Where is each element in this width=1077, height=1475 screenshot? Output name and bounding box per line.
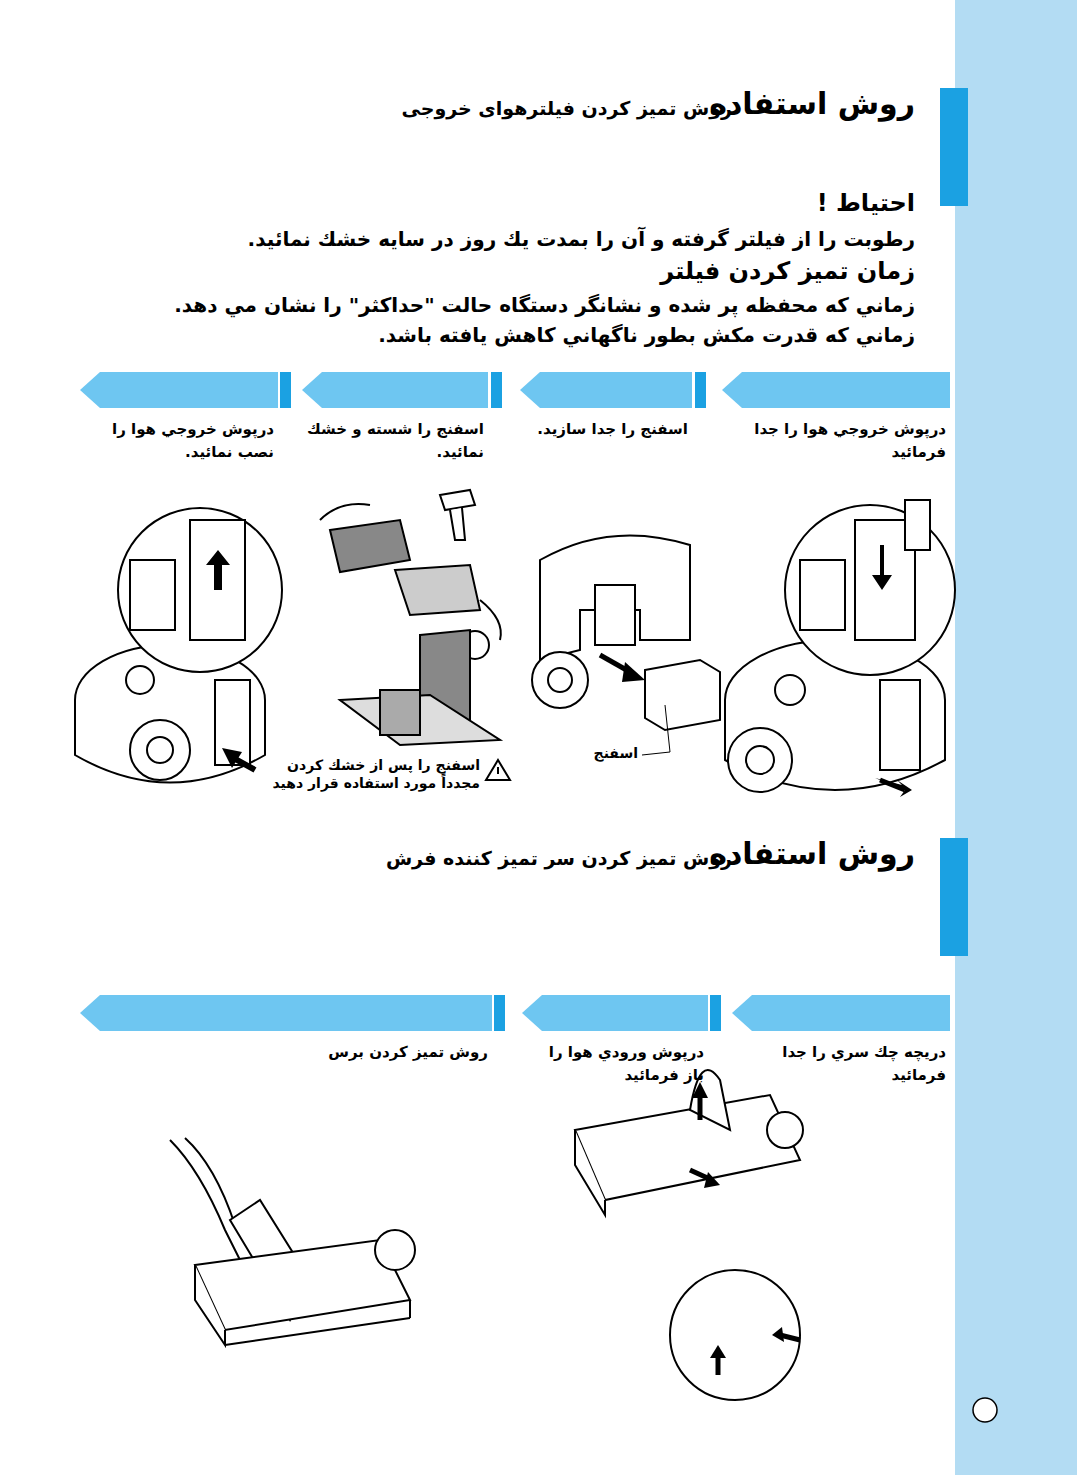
step-band: درپوش ورودي هوا را باز فرمائيد [522, 995, 708, 1086]
step-text: اسفنج را جدا سازيد. [524, 418, 688, 441]
step-band: درپوش خروجي هوا را جدا فرمائيد [722, 372, 950, 463]
note-text: زمان تميز كردن فيلتر [660, 256, 915, 287]
band-shape [522, 995, 708, 1031]
band-shape [722, 372, 950, 408]
band-shape [520, 372, 692, 408]
note-text: احتياط ! [817, 188, 915, 219]
step-band: روش تميز كردن برس [80, 995, 492, 1064]
band-shape [302, 372, 488, 408]
note-text: اسفنج را پس از خشك كردن مجدداً مورد استف… [270, 756, 480, 792]
step-band: دريچه چك سري را جدا فرمائيد [732, 995, 950, 1086]
step-band: درپوش خروجي هوا را نصب نمائيد. [80, 372, 278, 463]
step-text: درپوش خروجي هوا را نصب نمائيد. [84, 418, 274, 463]
note-text: رطوبت را از فيلتر گرفته و آن را بمدت يك … [248, 226, 915, 252]
note-text: روش تميز كردن فيلترهواى خروجى [402, 96, 733, 121]
step-text: درپوش ورودي هوا را باز فرمائيد [526, 1041, 704, 1086]
band-shape [80, 372, 278, 408]
step-text: دريچه چك سري را جدا فرمائيد [736, 1041, 946, 1086]
section-heading: روش استفاده [709, 84, 915, 123]
step-band: اسفنج را شسته و خشك نمائيد. [302, 372, 488, 463]
step-band: اسفنج را جدا سازيد. [520, 372, 692, 441]
step-text: اسفنج را شسته و خشك نمائيد. [306, 418, 484, 463]
step-text: روش تميز كردن برس [84, 1041, 488, 1064]
band-shape [80, 995, 492, 1031]
side-strip [955, 0, 1077, 1475]
step-text: درپوش خروجي هوا را جدا فرمائيد [726, 418, 946, 463]
note-text: روش تميز كردن سر تميز كننده فرش [386, 846, 732, 871]
band-shape [732, 995, 950, 1031]
part-label: اسفنج [594, 744, 638, 762]
note-text: زماني كه محفظه پر شده و نشانگر دستگاه حا… [174, 292, 915, 318]
section-heading: روش استفاده [709, 834, 915, 873]
note-text: زماني كه قدرت مكش بطور ناگهاني كاهش يافت… [378, 322, 915, 348]
